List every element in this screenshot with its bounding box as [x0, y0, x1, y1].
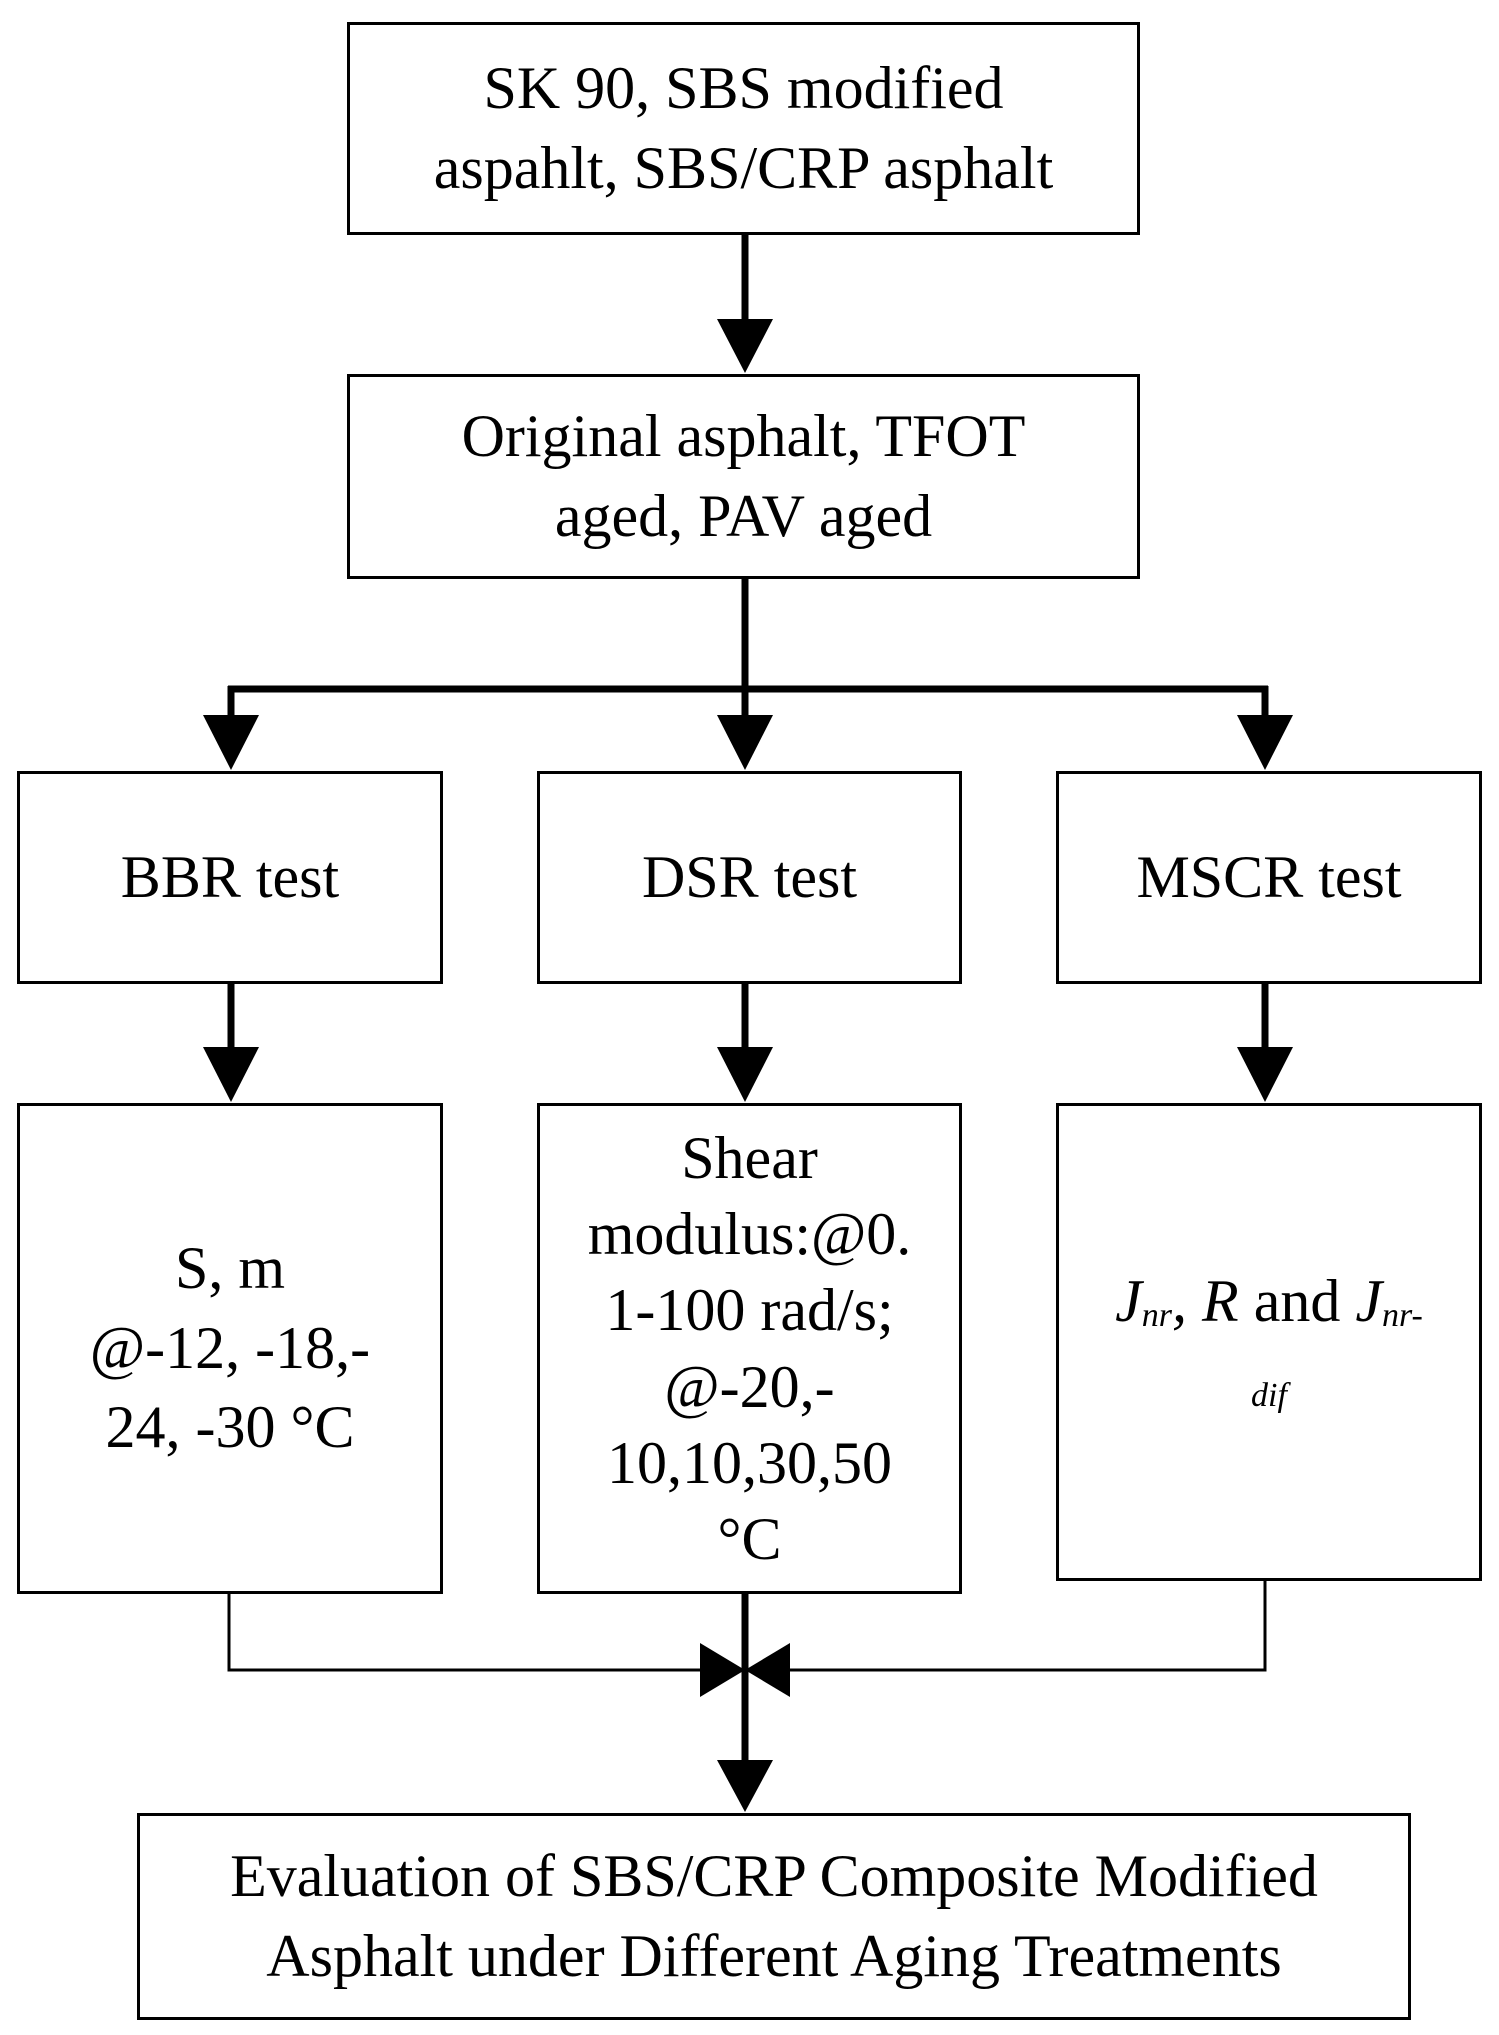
- node-aging-line-2: aged, PAV aged: [554, 482, 933, 549]
- node-materials-line-2: aspahlt, SBS/CRP asphalt: [433, 134, 1054, 201]
- arrowhead-dsr-result: [717, 1047, 773, 1102]
- jnr-dif-symbol: J: [1355, 1268, 1382, 1335]
- node-bbr-result-line-2: @-12, -18,-: [89, 1314, 371, 1381]
- node-dsr-result-line-2: modulus:@0.: [587, 1201, 912, 1268]
- node-evaluation-line-2: Asphalt under Different Aging Treatments: [266, 1922, 1282, 1989]
- node-evaluation: Evaluation of SBS/CRP Composite Modified…: [137, 1813, 1411, 2020]
- node-bbr-test-label: BBR test: [120, 843, 340, 910]
- and-word: and: [1253, 1268, 1341, 1335]
- node-dsr-result-line-4: @-20,-: [664, 1353, 835, 1420]
- node-mscr-result-line-1: Jnr, R and Jnr-: [1115, 1262, 1423, 1342]
- node-aging-line-1: Original asphalt, TFOT: [461, 402, 1026, 469]
- node-bbr-result-line-1: S, m: [174, 1234, 286, 1301]
- jnr-subscript: nr: [1141, 1297, 1173, 1335]
- jnr-dif-subscript: nr-: [1381, 1297, 1423, 1335]
- node-dsr-result: Shear modulus:@0. 1-100 rad/s; @-20,- 10…: [537, 1103, 962, 1594]
- node-bbr-result: S, m @-12, -18,- 24, -30 °C: [17, 1103, 443, 1594]
- r-symbol: R: [1202, 1268, 1239, 1335]
- node-mscr-result: Jnr, R and Jnr- dif: [1056, 1103, 1482, 1581]
- arrowhead-dsr: [717, 715, 773, 770]
- arrowhead-evaluation: [717, 1760, 773, 1812]
- node-dsr-test: DSR test: [537, 771, 962, 984]
- node-materials: SK 90, SBS modified aspahlt, SBS/CRP asp…: [347, 22, 1140, 235]
- arrowhead-mscr-result: [1237, 1047, 1293, 1102]
- arrowhead-merge-right: [745, 1643, 790, 1697]
- node-dsr-result-line-5: 10,10,30,50: [607, 1429, 892, 1496]
- jnr-symbol: J: [1115, 1268, 1142, 1335]
- connector-mscr-merge: [790, 1580, 1267, 1672]
- node-bbr-result-line-3: 24, -30 °C: [105, 1394, 355, 1461]
- node-aging: Original asphalt, TFOT aged, PAV aged: [347, 374, 1140, 579]
- node-mscr-test-label: MSCR test: [1136, 843, 1402, 910]
- node-materials-line-1: SK 90, SBS modified: [483, 54, 1004, 121]
- node-dsr-test-label: DSR test: [641, 843, 858, 910]
- node-mscr-result-line-2: dif: [1251, 1342, 1287, 1422]
- arrowhead-aging: [717, 319, 773, 373]
- arrowhead-merge-left: [700, 1643, 745, 1697]
- node-bbr-test: BBR test: [17, 771, 443, 984]
- node-dsr-result-line-3: 1-100 rad/s;: [605, 1277, 894, 1344]
- arrowhead-bbr: [203, 715, 259, 770]
- jnr-dif-subscript-continued: dif: [1251, 1377, 1287, 1415]
- arrowhead-mscr: [1237, 715, 1293, 770]
- node-dsr-result-line-6: °C: [717, 1505, 782, 1572]
- node-mscr-test: MSCR test: [1056, 771, 1482, 984]
- connector-bbr-merge: [227, 1593, 700, 1672]
- arrowhead-bbr-result: [203, 1047, 259, 1102]
- node-dsr-result-line-1: Shear: [681, 1124, 818, 1191]
- node-evaluation-line-1: Evaluation of SBS/CRP Composite Modified: [230, 1842, 1318, 1909]
- comma-separator: ,: [1172, 1268, 1188, 1335]
